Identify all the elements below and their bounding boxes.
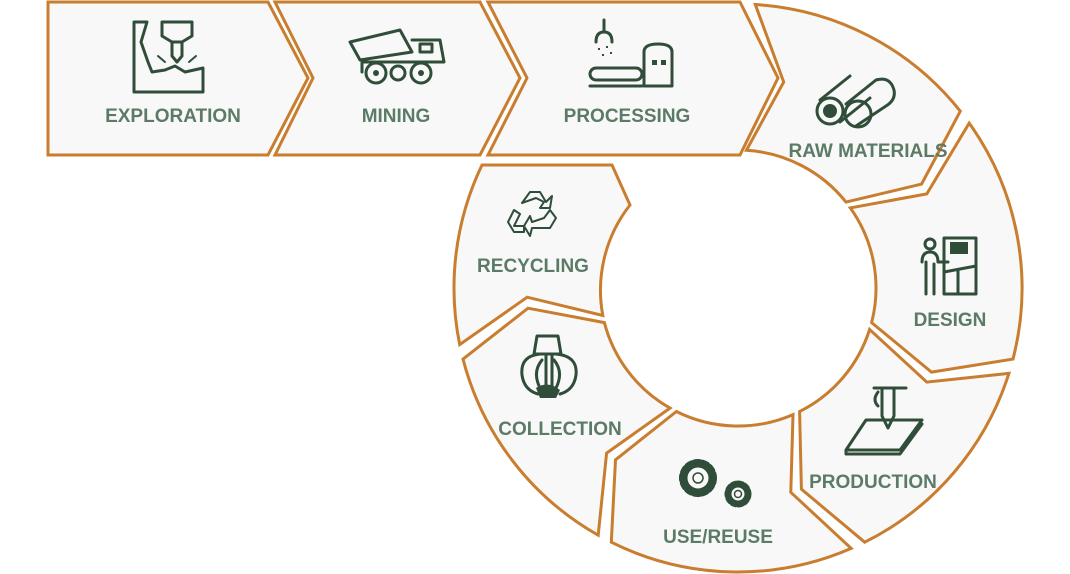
stage-label-mining: MINING — [362, 106, 431, 127]
stage-label-production: PRODUCTION — [809, 472, 937, 493]
pipes-icon — [815, 74, 896, 129]
stage-label-raw-materials: RAW MATERIALS — [788, 141, 947, 162]
stage-label-collection: COLLECTION — [498, 419, 622, 440]
stage-design-segment — [847, 120, 1024, 374]
stage-exploration-arrow — [46, 0, 310, 157]
stage-label-design: DESIGN — [914, 310, 987, 331]
stage-recycling-segment — [452, 163, 632, 348]
stage-label-use-reuse: USE/REUSE — [663, 527, 773, 548]
drill-icon — [132, 20, 205, 94]
stage-label-recycling: RECYCLING — [477, 256, 589, 277]
3d-printer-icon — [844, 386, 924, 456]
stage-collection-segment — [461, 306, 673, 538]
recycle-icon — [507, 191, 557, 237]
stage-label-processing: PROCESSING — [564, 106, 691, 127]
workstation-icon — [920, 236, 978, 296]
stage-production-segment — [798, 326, 1012, 544]
gears-icon — [679, 459, 752, 508]
dump-truck-icon — [348, 28, 446, 85]
stage-label-exploration: EXPLORATION — [105, 106, 241, 127]
grapple-icon — [520, 334, 578, 398]
conveyor-icon — [588, 18, 674, 88]
